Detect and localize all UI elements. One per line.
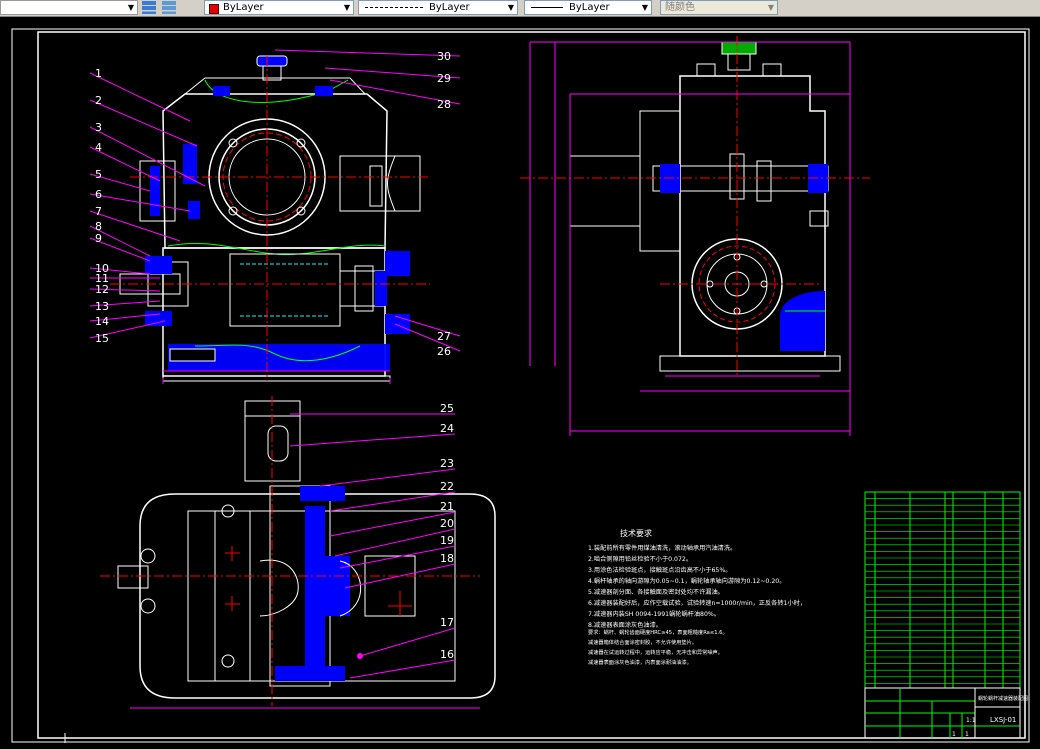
inner-frame [37,31,1026,739]
note-line: 1.装配前所有零件用煤油清洗，滚动轴承用汽油清洗。 [588,544,736,552]
lineweight-control-dropdown[interactable]: ByLayer ▼ [524,0,652,15]
part-number-label: 18 [440,552,454,565]
outer-frame [11,28,1030,743]
note-line: 7.减速器内装SH 0094-1991蜗轮蜗杆油80%。 [588,610,720,618]
part-number-label: 6 [95,188,102,201]
part-number-label: 14 [95,315,109,328]
notes-lines: 1.装配前所有零件用煤油清洗，滚动轴承用汽油清洗。 2.啮合侧隙用铅丝检验不小于0… [588,544,806,629]
color-control-label: ByLayer [223,2,264,13]
part-number-label: 28 [437,98,451,111]
title-block-sheet: 1 [952,731,956,738]
note-line: 2.啮合侧隙用铅丝检验不小于0.072。 [588,555,692,563]
part-number-label: 1 [95,67,102,80]
part-number-label: 15 [95,332,109,345]
title-block-name: 蜗轮蜗杆减速器装配图 [978,695,1028,702]
part-number-label: 4 [95,141,102,154]
layer-states-icon[interactable] [162,1,176,14]
part-number-label: 11 [95,272,109,285]
note-line: 5.减速器剖分面、各接触面及密封处均不许漏油。 [588,588,724,596]
chevron-down-icon: ▼ [507,3,515,12]
part-number-label: 24 [440,422,454,435]
color-control-dropdown[interactable]: ByLayer ▼ [204,0,354,15]
part-number-label: 8 [95,220,102,233]
note-line: 6.减速器装配好后，应作空载试验，试验转速n=1000r/min，正反各转1小时… [588,599,806,607]
linetype-dash-icon [365,7,423,8]
layer-stack-icon[interactable] [142,1,156,14]
part-number-label: 9 [95,232,102,245]
lineweight-control-label: ByLayer [569,2,610,13]
plotstyle-control-label: 随颜色 [665,2,695,13]
note-extra-line: 要求：蜗杆、蜗轮齿面硬度HRC≥45，表面粗糙度Ra≤1.6。 [588,628,728,636]
part-number-label: 10 [95,262,109,275]
part-number-label: 20 [440,517,454,530]
linetype-control-dropdown[interactable]: ByLayer ▼ [358,0,518,15]
front-view-leaders [89,49,461,352]
title-block-scale: 1:1 [966,717,976,724]
part-number-label: 21 [440,500,454,513]
part-number-label: 7 [95,205,102,218]
note-line: 8.减速器表面涂灰色油漆。 [588,621,662,629]
plotstyle-control-dropdown[interactable]: 随颜色 ▼ [660,0,778,15]
title-block-sheets: 1 [965,731,969,738]
plan-view [100,396,496,709]
note-extra-line: 减速器表面涂灰色油漆，内表面涂耐油油漆。 [588,658,692,666]
chevron-down-icon: ▼ [343,3,351,12]
chevron-down-icon: ▼ [767,3,775,12]
note-line: 4.蜗杆轴承的轴向游隙为0.05~0.1，蜗轮轴承轴向游隙为0.12~0.20。 [588,577,785,585]
chevron-down-icon: ▼ [641,3,649,12]
part-numbers-plan: 25 24 23 22 21 20 19 18 17 16 [440,402,454,661]
lineweight-line-icon [531,7,563,8]
part-number-label: 17 [440,616,454,629]
layer-dropdown[interactable]: ▼ [0,0,138,15]
part-number-label: 13 [95,300,109,313]
part-number-label: 19 [440,534,454,547]
part-number-label: 5 [95,168,102,181]
part-number-label: 29 [437,72,451,85]
note-extra-line: 减速器在试运转过程中，运转应平稳，无冲击和异常噪声。 [588,648,723,656]
part-number-label: 16 [440,648,454,661]
note-line: 3.用涂色法检验斑点，接触斑点沿齿高不小于65%。 [588,566,731,574]
part-number-label: 25 [440,402,454,415]
crosshair-cursor-icon [60,733,70,743]
title-block-drawing-no: LXSJ-01 [990,716,1016,724]
part-number-label: 22 [440,480,454,493]
notes-extra-lines: 要求：蜗杆、蜗轮齿面硬度HRC≥45，表面粗糙度Ra≤1.6。减速器箱体结合面涂… [588,628,728,666]
part-number-label: 27 [437,330,451,343]
part-number-label: 12 [95,283,109,296]
part-number-label: 3 [95,121,102,134]
part-number-label: 26 [437,345,451,358]
note-extra-line: 减速器箱体结合面涂密封胶，不允许使用垫片。 [588,638,697,646]
chevron-down-icon: ▼ [127,3,135,12]
part-number-label: 30 [437,50,451,63]
linetype-control-label: ByLayer [429,2,470,13]
bom-rows [865,498,1020,684]
color-swatch-icon [209,4,219,14]
plan-view-leaders [289,413,456,679]
part-number-label: 2 [95,94,102,107]
parts-list [864,491,1021,689]
properties-toolbar: ▼ ByLayer ▼ ByLayer ▼ ByLayer ▼ 随颜色 ▼ [0,0,1040,17]
part-numbers-right: 30 29 28 27 26 [437,50,451,358]
technical-notes: 技术要求 1.装配前所有零件用煤油清洗，滚动轴承用汽油清洗。 2.啮合侧隙用铅丝检… [588,528,806,666]
part-number-label: 23 [440,457,454,470]
front-view [110,55,430,384]
notes-title: 技术要求 [620,528,652,538]
title-block: 蜗轮蜗杆减速器装配图 LXSJ-01 1:1 1 1 [864,687,1028,739]
side-view [520,36,870,436]
